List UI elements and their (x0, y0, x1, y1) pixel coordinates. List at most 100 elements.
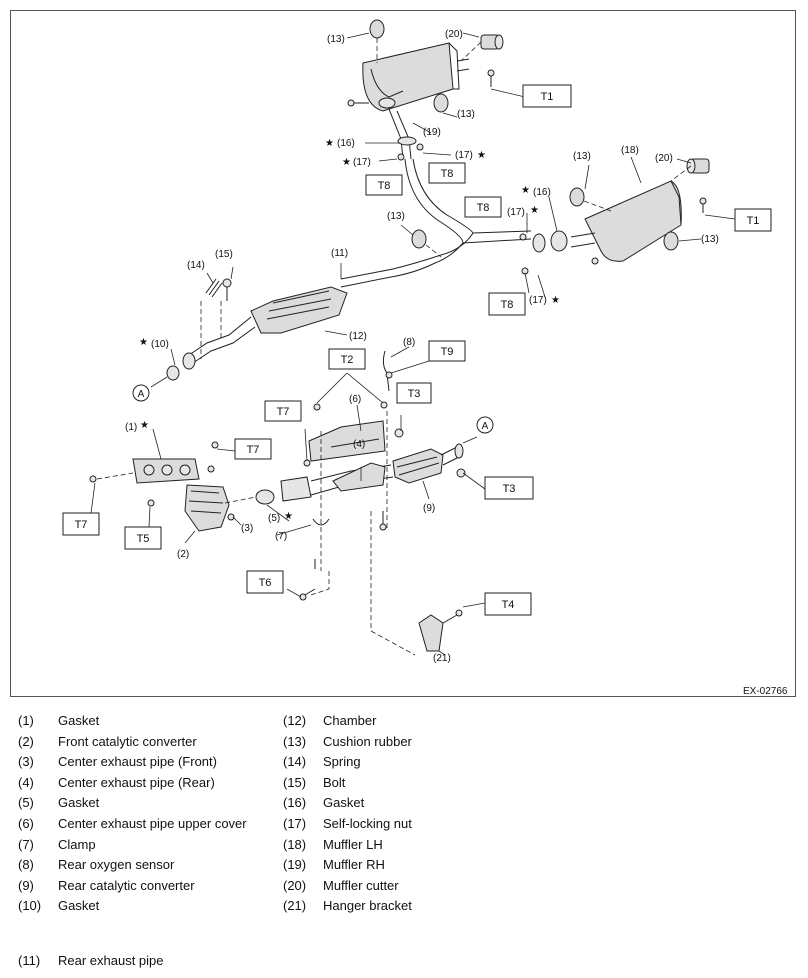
svg-text:A: A (138, 389, 145, 400)
legend-item-number: (15) (283, 774, 307, 790)
legend-item-number: (20) (283, 877, 307, 893)
svg-text:T1: T1 (541, 91, 554, 103)
label-13-e: (13) (701, 234, 719, 245)
torque-t8-d: T8 (488, 292, 526, 316)
legend-item: (6)Center exhaust pipe upper cover (18, 814, 278, 835)
legend-item: (4) Center exhaust pipe (Rear) (18, 773, 278, 794)
legend-item: (15) Bolt (283, 773, 523, 794)
svg-text:T6: T6 (259, 577, 272, 589)
legend-item-number: (10) (18, 898, 42, 914)
legend-item: (13) Cushion rubber (283, 732, 523, 753)
torque-t3-a: T3 (396, 382, 432, 404)
svg-text:T8: T8 (477, 202, 490, 214)
torque-t8-c: T8 (464, 196, 502, 218)
star-16-a: ★ (325, 138, 334, 149)
star-17-a: ★ (342, 157, 351, 168)
legend-item-name: Bolt (323, 774, 346, 790)
cushion-rubber-2 (433, 93, 449, 113)
legend-item: (8)Rear oxygen sensor (18, 855, 278, 876)
torque-t1-right: T1 (734, 208, 772, 232)
legend-item: (14) Spring (283, 752, 523, 773)
legend-item-name: Clamp (58, 836, 96, 852)
legend-item: (11)Rear exhaust pipe (18, 951, 278, 972)
label-15: (15) (215, 249, 233, 260)
rear-catalytic-converter (392, 443, 464, 484)
legend-item: (1)Gasket (18, 711, 278, 732)
legend-item-number: (13) (283, 733, 307, 749)
star-5: ★ (284, 511, 293, 522)
label-13-c: (13) (573, 151, 591, 162)
legend-item-number: (14) (283, 754, 307, 770)
diagram-canvas: T1 T8 T8 T8 T1 T8 T9 T2 T3 T7 T7 T3 T7 T… (62, 19, 788, 697)
legend-item: (17)Self-locking nut (283, 814, 523, 835)
label-7: (7) (275, 531, 287, 542)
torque-t7-b: T7 (234, 438, 272, 460)
label-10: (10) (151, 339, 169, 350)
torque-t8-b: T8 (428, 162, 466, 184)
gasket-16-top (397, 136, 417, 146)
svg-text:T7: T7 (247, 444, 260, 456)
label-20-b: (20) (655, 153, 673, 164)
torque-t3-b: T3 (484, 476, 534, 500)
ref-a-left: A (132, 384, 150, 402)
legend-item: (9)Rear catalytic converter (18, 876, 278, 897)
torque-t4: T4 (484, 592, 532, 616)
label-14: (14) (187, 260, 205, 271)
legend-item-name: Spring (323, 754, 361, 770)
legend-item-name: Gasket (58, 795, 100, 811)
legend-item-number: (9) (18, 877, 34, 893)
gasket-1 (132, 458, 200, 484)
legend-item-name: Center exhaust pipe (Front) (58, 754, 217, 770)
cushion-rubber-5 (663, 231, 679, 251)
cushion-rubber-3 (411, 229, 427, 249)
label-17-c: (17) (507, 207, 525, 218)
legend-extra: (11)Rear exhaust pipe (18, 951, 278, 972)
star-16-b: ★ (521, 185, 530, 196)
legend-item-number: (6) (18, 815, 34, 831)
star-17-d: ★ (551, 295, 560, 306)
torque-t6: T6 (246, 570, 284, 594)
svg-text:T3: T3 (503, 483, 516, 495)
svg-text:T2: T2 (341, 354, 354, 366)
legend-item-number: (21) (283, 898, 307, 914)
legend-item-name: Center exhaust pipe (Rear) (58, 774, 215, 790)
label-4: (4) (353, 439, 365, 450)
svg-text:T8: T8 (501, 299, 514, 311)
legend-item: (19)Muffler RH (283, 855, 523, 876)
star-10: ★ (139, 337, 148, 348)
torque-t2: T2 (328, 348, 366, 370)
cushion-rubber-1 (369, 19, 385, 39)
legend-item-number: (12) (283, 713, 307, 728)
label-13-top: (13) (327, 34, 345, 45)
label-13-b: (13) (457, 109, 475, 120)
torque-t1-top: T1 (522, 84, 572, 108)
legend-item-number: (4) (18, 774, 34, 790)
svg-text:T7: T7 (75, 519, 88, 531)
legend-item-number: (1) (18, 713, 34, 728)
figure-code: EX-02766 (743, 686, 788, 697)
muffler-lh (570, 180, 682, 262)
legend-item-number: (16) (283, 795, 307, 811)
legend-item: (21)Hanger bracket (283, 896, 523, 917)
legend-item: (7)Clamp (18, 835, 278, 856)
legend-item-name: Cushion rubber (323, 733, 412, 749)
legend-item: (12) Chamber (283, 711, 523, 732)
front-catalytic-converter (184, 484, 230, 532)
svg-text:T1: T1 (747, 215, 760, 227)
gasket-10 (166, 365, 180, 381)
svg-text:T4: T4 (502, 599, 515, 611)
gasket-16-right (550, 230, 568, 252)
label-17-a: (17) (353, 157, 371, 168)
label-21: (21) (433, 653, 451, 664)
label-18: (18) (621, 145, 639, 156)
legend-item: (3)Center exhaust pipe (Front) (18, 752, 278, 773)
legend-item-number: (5) (18, 795, 34, 811)
label-13-d: (13) (387, 211, 405, 222)
legend-item-name: Chamber (323, 713, 377, 728)
svg-text:T8: T8 (378, 180, 391, 192)
label-11: (11) (331, 248, 348, 259)
label-8: (8) (403, 337, 415, 348)
legend-item-name: Muffler RH (323, 857, 385, 873)
legend-item: (10)Gasket (18, 896, 278, 917)
star-1: ★ (140, 420, 149, 431)
